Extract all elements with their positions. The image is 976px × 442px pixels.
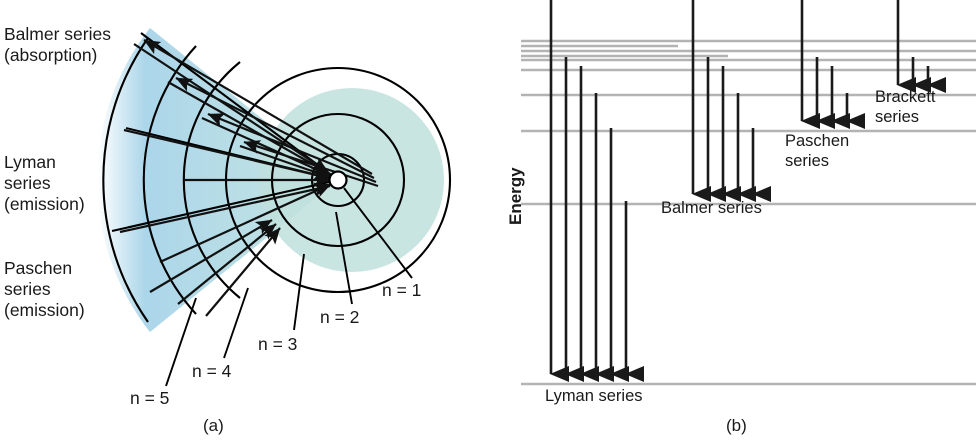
balmer-series-arrows	[691, 0, 772, 203]
orbit-leader-lines	[165, 187, 413, 387]
lyman-series-label: Lyman series	[545, 387, 643, 405]
panel-a-graphic	[97, 28, 452, 387]
nucleus	[328, 170, 348, 190]
lyman-series-arrows	[549, 0, 645, 383]
balmer-absorption-label: Balmer series(absorption)	[4, 24, 111, 65]
energy-axis-label: Energy	[506, 167, 525, 225]
balmer-series-label: Balmer series	[661, 199, 762, 217]
orbit-label-n2: n = 2	[320, 307, 360, 327]
brackett-series-arrows	[896, 0, 947, 94]
orbit-arc-outer	[102, 37, 149, 323]
panel-b-caption: (b)	[726, 416, 747, 435]
paschen-emission-arrows	[149, 219, 281, 317]
panel-a-caption: (a)	[203, 416, 224, 435]
panel-b-graphic	[521, 0, 976, 386]
orbit-label-n4: n = 4	[192, 361, 232, 381]
panel-b-energy-level-diagram: Energy Lyman series Balmer series Pasche…	[488, 0, 976, 442]
paschen-series-arrows	[800, 0, 866, 130]
orbit-label-n1: n = 1	[382, 280, 422, 300]
orbit-label-n5: n = 5	[130, 388, 170, 408]
orbit-label-n3: n = 3	[258, 334, 298, 354]
lyman-emission-arrows	[119, 43, 333, 264]
orbit-arc-n5	[142, 45, 197, 315]
